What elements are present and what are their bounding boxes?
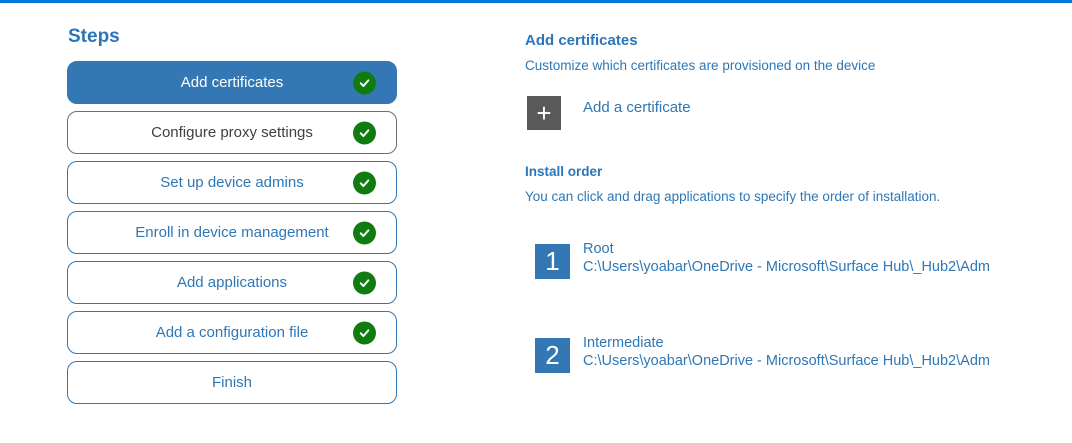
add-certificates-pane: Add certificates Customize which certifi…: [525, 33, 1055, 373]
install-order-section: Install order You can click and drag app…: [525, 164, 1055, 373]
step-label: Add certificates: [180, 74, 284, 91]
check-icon: [353, 321, 376, 344]
step-button-set-up-device-admins[interactable]: Set up device admins: [67, 161, 397, 204]
step-button-configure-proxy-settings[interactable]: Configure proxy settings: [67, 111, 397, 154]
step-button-enroll-in-device-management[interactable]: Enroll in device management: [67, 211, 397, 254]
check-icon: [353, 121, 376, 144]
step-button-add-a-configuration-file[interactable]: Add a configuration file: [67, 311, 397, 354]
install-item-text: Root C:\Users\yoabar\OneDrive - Microsof…: [583, 240, 990, 276]
certificate-name: Intermediate: [583, 335, 664, 351]
step-button-add-certificates[interactable]: Add certificates: [67, 61, 397, 104]
check-icon: [353, 71, 376, 94]
certificate-path: C:\Users\yoabar\OneDrive - Microsoft\Sur…: [583, 259, 990, 275]
add-certificate-button[interactable]: + Add a certificate: [527, 96, 1055, 130]
step-label: Finish: [211, 374, 252, 391]
steps-panel: Steps Add certificates Configure proxy s…: [67, 26, 397, 411]
top-accent-bar: [0, 0, 1072, 3]
install-order-subtitle: You can click and drag applications to s…: [525, 189, 941, 204]
install-order-list: 1 Root C:\Users\yoabar\OneDrive - Micros…: [535, 241, 1055, 373]
check-icon: [353, 271, 376, 294]
install-item-text: Intermediate C:\Users\yoabar\OneDrive - …: [583, 334, 990, 370]
step-label: Configure proxy settings: [151, 124, 313, 141]
check-icon: [353, 221, 376, 244]
steps-panel-title: Steps: [68, 26, 120, 47]
order-number-badge: 1: [535, 244, 570, 279]
order-number-badge: 2: [535, 338, 570, 373]
step-button-add-applications[interactable]: Add applications: [67, 261, 397, 304]
add-certificate-label: Add a certificate: [583, 99, 691, 116]
check-icon: [353, 171, 376, 194]
step-label: Set up device admins: [160, 174, 304, 191]
step-button-finish[interactable]: Finish: [67, 361, 397, 404]
install-order-item-root[interactable]: 1 Root C:\Users\yoabar\OneDrive - Micros…: [535, 241, 1055, 279]
install-order-title: Install order: [525, 164, 603, 179]
step-label: Enroll in device management: [135, 224, 329, 241]
install-order-item-intermediate[interactable]: 2 Intermediate C:\Users\yoabar\OneDrive …: [535, 335, 1055, 373]
certificate-name: Root: [583, 241, 614, 257]
section-subtitle: Customize which certificates are provisi…: [525, 58, 876, 73]
step-label: Add applications: [176, 274, 288, 291]
certificate-path: C:\Users\yoabar\OneDrive - Microsoft\Sur…: [583, 353, 990, 369]
plus-icon[interactable]: +: [527, 96, 561, 130]
section-title: Add certificates: [525, 32, 638, 49]
step-label: Add a configuration file: [155, 324, 309, 341]
